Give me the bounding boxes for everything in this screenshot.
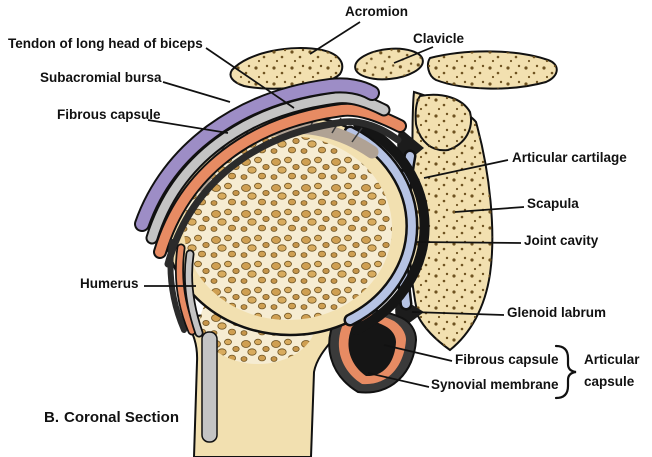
figure-title-prefix: B.	[44, 409, 59, 426]
joint-cavity-band	[351, 119, 430, 335]
coracoid-speckles	[415, 94, 472, 151]
leader-biceps-tendon	[205, 47, 295, 109]
label-articular-cartilage: Articular cartilage	[512, 150, 627, 165]
leader-articular-cartilage	[423, 159, 509, 179]
leader-clavicle	[393, 46, 434, 64]
subacromial-bursa-band	[136, 79, 378, 230]
figure-title: B. Coronal Section	[44, 409, 179, 426]
label-subacromial-bursa: Subacromial bursa	[40, 70, 162, 85]
leader-subacromial-bursa	[162, 81, 231, 103]
label-biceps-tendon: Tendon of long head of biceps	[8, 36, 203, 51]
leader-lines	[144, 21, 525, 388]
label-fibrous-capsule-bottom: Fibrous capsule	[455, 352, 559, 367]
biceps-tendon-band	[155, 104, 405, 257]
leader-acromion	[309, 21, 361, 55]
head-trabecular-bone	[184, 136, 392, 320]
leader-scapula	[454, 206, 525, 213]
clavicle-speckles	[355, 48, 423, 80]
fibrous-capsule-band	[164, 118, 402, 268]
leader-fibrous-capsule-top	[147, 119, 229, 134]
label-scapula: Scapula	[527, 196, 579, 211]
clavicle-bone	[354, 47, 424, 81]
label-joint-cavity: Joint cavity	[524, 233, 599, 248]
leader-synovial-membrane	[367, 372, 430, 388]
label-acromion: Acromion	[345, 4, 409, 19]
label-articular-capsule: Articular capsule	[584, 352, 640, 389]
label-clavicle: Clavicle	[413, 31, 465, 46]
acromion-speckles	[230, 48, 343, 89]
scapular-spine-speckles	[428, 51, 557, 89]
head-cartilage	[346, 128, 416, 324]
capsule-tail-synovial	[176, 245, 195, 334]
leader-glenoid-labrum	[411, 311, 505, 316]
scapula-speckles	[408, 92, 493, 350]
label-glenoid-labrum: Glenoid labrum	[507, 305, 607, 320]
pouch-joint-cavity	[348, 320, 396, 377]
tendon-sheath-band	[147, 93, 389, 243]
label-fibrous-capsule-top: Fibrous capsule	[57, 107, 161, 122]
leader-joint-cavity	[415, 241, 522, 244]
figure-title-text: Coronal Section	[64, 409, 180, 426]
capsule-tail-sheath	[185, 251, 202, 336]
label-humerus: Humerus	[80, 276, 139, 291]
articular-capsule-brace	[554, 344, 577, 400]
biceps-tendon-groove-strip	[201, 331, 218, 443]
leader-fibrous-capsule-bottom	[383, 344, 453, 362]
label-synovial-membrane: Synovial membrane	[431, 377, 559, 392]
